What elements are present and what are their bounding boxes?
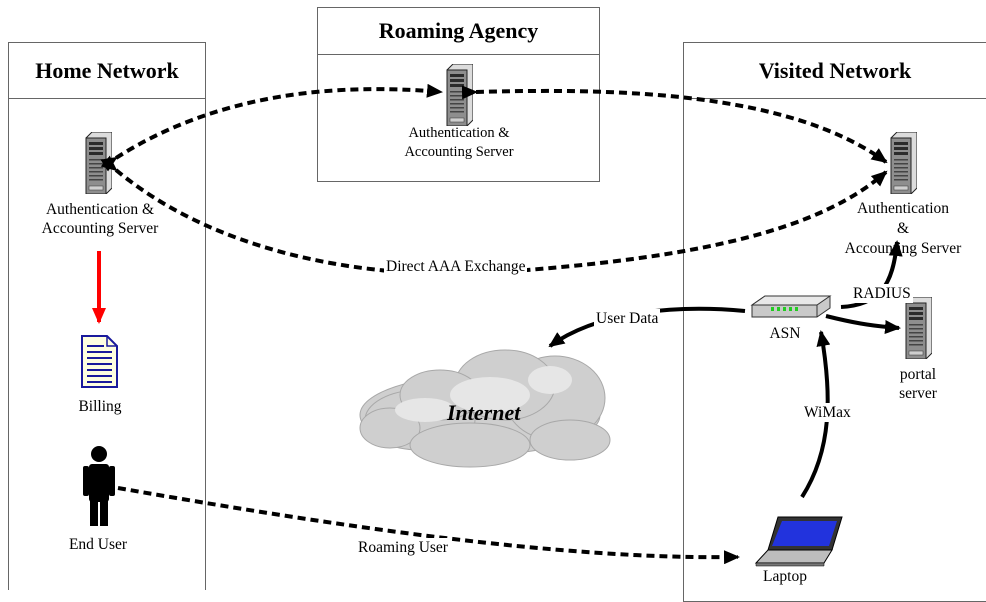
asn-label: ASN [769, 325, 801, 342]
visited-server-label-line1: Authentication [856, 200, 950, 217]
visited-server-label-line3: Accounting Server [844, 240, 962, 257]
roaming-user-label: Roaming User [356, 538, 450, 557]
user-data-label: User Data [594, 309, 661, 328]
portal-server-label-line2: server [899, 385, 937, 402]
portal-arrow [825, 314, 901, 335]
asn-device-icon [750, 295, 832, 318]
home-server-label-line1: Authentication & [45, 201, 155, 218]
home-server-label: Authentication & Accounting Server [30, 200, 170, 238]
roaming-server-label-line2: Accounting Server [404, 144, 514, 160]
visited-server-label: Authentication & Accounting Server [832, 199, 974, 259]
roaming-server-label-line1: Authentication & [408, 125, 510, 141]
end-user-person-icon [83, 446, 115, 526]
wimax-label: WiMax [802, 403, 853, 422]
laptop-icon [754, 516, 843, 567]
end-user-label: End User [68, 536, 128, 553]
portal-server-label: portal server [888, 365, 948, 403]
home-server-label-line2: Accounting Server [41, 220, 159, 237]
internet-cloud [359, 349, 611, 468]
roaming-visited-link [461, 85, 888, 164]
visited-server-icon [890, 132, 917, 194]
roaming-agency-title: Roaming Agency [318, 8, 599, 55]
billing-document-icon [81, 335, 118, 388]
home-roaming-link [100, 83, 443, 172]
portal-server-icon [905, 297, 932, 359]
direct-aaa-label: Direct AAA Exchange [384, 257, 528, 276]
visited-server-label-line2: & [896, 220, 910, 237]
radius-label: RADIUS [851, 284, 913, 303]
billing-label: Billing [78, 398, 122, 415]
roaming-server-label: Authentication & Accounting Server [389, 124, 529, 162]
laptop-label: Laptop [763, 568, 807, 585]
roaming-server-icon [446, 64, 473, 126]
internet-label: Internet [447, 400, 521, 425]
portal-server-label-line1: portal [899, 366, 937, 383]
home-server-icon [85, 132, 112, 194]
roaming-user-link [117, 486, 740, 565]
